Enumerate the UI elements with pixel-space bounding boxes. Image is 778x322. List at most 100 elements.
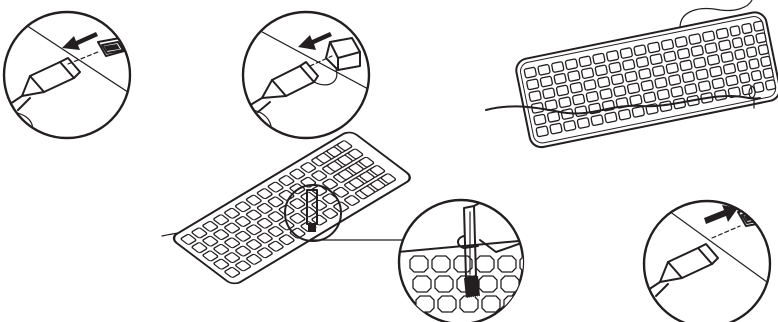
water-surface (485, 95, 761, 115)
keycap (202, 250, 219, 262)
keycap (267, 226, 284, 237)
zoomed-keycap (526, 296, 544, 312)
keycap (604, 111, 618, 124)
numpad-keycap (359, 185, 376, 197)
keycap (213, 229, 230, 240)
zoomed-keycap (459, 295, 479, 313)
keycap (213, 258, 230, 270)
step-5-plug-in (642, 199, 772, 322)
keycap (594, 64, 608, 77)
keycap (590, 114, 604, 127)
keycap (256, 188, 273, 200)
zoomed-keycap (481, 295, 501, 313)
zoomed-keycap (478, 275, 498, 293)
keycap (677, 47, 691, 60)
keycap (663, 50, 677, 63)
step-2-zoom-circle (241, 10, 371, 140)
keycap (665, 62, 679, 74)
keycap (599, 88, 613, 100)
keycap (558, 96, 572, 109)
keycap (528, 90, 542, 102)
keycap (267, 196, 284, 208)
keyboard-illustration (515, 11, 778, 149)
keycap (202, 235, 219, 247)
numpad-keycap (337, 154, 353, 166)
step-3-rinse-keyboard (485, 0, 778, 149)
keycap (300, 206, 317, 218)
numpad-keycap (762, 67, 774, 79)
keycap (715, 27, 729, 40)
keycap (718, 39, 732, 52)
numpad-keycap (359, 171, 375, 182)
keycap (574, 105, 588, 118)
zoomed-keycap (434, 275, 454, 293)
numpad-keycap (370, 179, 386, 191)
keycap (624, 70, 638, 83)
keycap (635, 56, 650, 68)
keycap (533, 113, 547, 126)
keycap (278, 175, 295, 186)
keycap (714, 89, 728, 101)
keycap (535, 125, 549, 138)
step-4-brush-keyboard (161, 131, 544, 322)
keycap (256, 232, 273, 244)
numpad-keycap (748, 58, 760, 70)
keycap (567, 70, 581, 82)
keycap (289, 168, 306, 180)
zoomed-keycap (519, 255, 523, 273)
numpad-keycap (736, 60, 748, 72)
keycap (572, 93, 586, 106)
keycap (592, 52, 606, 65)
zoomed-keycap (415, 295, 435, 313)
keycap (224, 267, 241, 278)
keycap (720, 51, 734, 63)
arrow-right-icon (704, 205, 738, 224)
zoomed-keycap (409, 255, 429, 273)
keycap (613, 85, 627, 97)
numpad-keycap (326, 146, 342, 158)
keycap (267, 240, 284, 252)
keycap (311, 185, 328, 196)
keyboard-cable (679, 0, 753, 29)
keycap (702, 30, 716, 43)
keycap (553, 72, 567, 85)
numpad-keycap (380, 173, 397, 184)
step-1-zoom-circle (2, 10, 132, 140)
keycap (202, 220, 219, 232)
keycap (246, 253, 262, 265)
keycap (578, 55, 592, 68)
keycap (547, 111, 561, 123)
keycap (311, 199, 328, 211)
keycap (245, 224, 262, 236)
numpad-keycap (348, 177, 365, 189)
keycap (300, 191, 317, 203)
numpad-keycap (750, 69, 763, 82)
keycap (659, 100, 673, 113)
keycap (523, 66, 537, 79)
step-2-unplug-connector (241, 10, 371, 140)
keycap (690, 45, 704, 57)
keycap (539, 75, 553, 88)
step-5-zoom-circle (642, 199, 772, 322)
zoomed-keycap (437, 295, 457, 313)
numpad-keycap (764, 79, 777, 91)
keycap (647, 41, 661, 54)
zoomed-keycap (500, 275, 520, 293)
numpad-keycap (734, 48, 746, 61)
keycap (267, 181, 284, 193)
brush-icon (306, 189, 318, 232)
keycap (246, 239, 262, 250)
numpad-keycap (760, 55, 772, 68)
keycap (267, 211, 284, 223)
zoomed-keycap (497, 255, 517, 273)
keycap (563, 120, 577, 132)
numpad-keycap (358, 156, 375, 168)
keycap (643, 91, 657, 104)
keycap (695, 68, 709, 81)
keycap (555, 84, 570, 97)
keycap (537, 64, 551, 76)
arrow-left-icon (62, 32, 98, 50)
keycap (278, 204, 295, 216)
keycap (597, 76, 611, 88)
